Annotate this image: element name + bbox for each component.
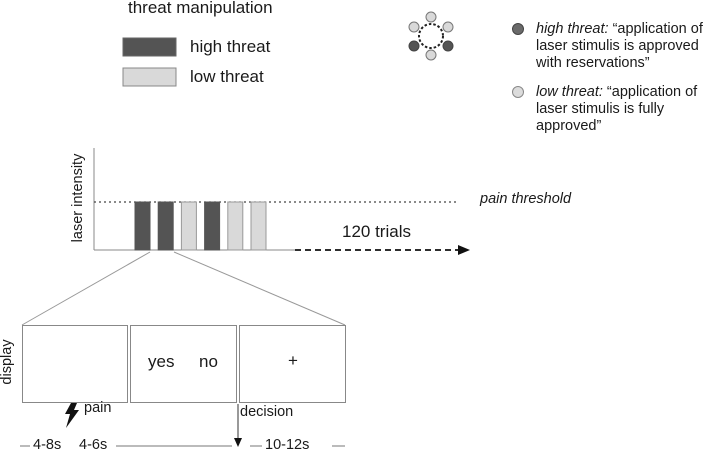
display-panel-fixation: + — [239, 325, 346, 403]
fixation-cross: + — [288, 351, 298, 370]
trial-bar-high — [134, 201, 151, 251]
response-no: no — [199, 352, 218, 371]
cue-low-line-3: approved” — [536, 118, 602, 134]
trial-bars — [134, 201, 267, 251]
cue-low-dot — [512, 86, 524, 98]
display-panel-cue — [22, 325, 128, 403]
cue-high-dot — [512, 23, 524, 35]
cue-ring-icon — [408, 11, 454, 61]
decision-label: decision — [240, 404, 294, 420]
cue-high-line-3: with reservations” — [536, 55, 650, 71]
trial-bar-low — [250, 201, 267, 251]
cue-high-prefix: high threat: — [536, 21, 609, 37]
display-label: display — [0, 339, 15, 385]
lightning-icon — [65, 403, 79, 428]
cue-low-line-2: laser stimulis is fully — [536, 101, 665, 117]
cue-low-prefix: low threat: — [536, 84, 603, 100]
pain-threshold-label: pain threshold — [480, 191, 572, 207]
response-yes: yes — [148, 352, 175, 371]
legend-low-label: low threat — [190, 67, 264, 86]
zoom-line-right — [173, 251, 346, 326]
legend-high-label: high threat — [190, 37, 271, 56]
cue-high-text-1: “application of — [608, 21, 703, 37]
trials-label: 120 trials — [342, 222, 411, 241]
cue-low-line-1: low threat: “application of — [536, 84, 697, 101]
legend-title: threat manipulation — [128, 0, 273, 17]
cue-high-line-1: high threat: “application of — [536, 21, 703, 38]
cue-low-text: low threat: “application of laser stimul… — [536, 84, 697, 135]
decision-arrowhead — [234, 438, 242, 447]
laser-intensity-label: laser intensity — [70, 153, 86, 243]
cue-high-line-2: laser stimulis is approved — [536, 38, 699, 54]
timing-fixation: 10-12s — [265, 437, 310, 453]
cue-high-text: high threat: “application of laser stimu… — [536, 21, 703, 72]
trial-bar-high — [157, 201, 174, 251]
trial-bar-low — [227, 201, 244, 251]
cue-low-text-1: “application of — [602, 84, 698, 100]
pain-label: pain — [84, 400, 112, 416]
legend-low-swatch — [122, 67, 177, 87]
legend-high-swatch — [122, 37, 177, 57]
trial-bar-low — [180, 201, 197, 251]
continuation-arrowhead — [458, 245, 470, 255]
trial-bar-high — [204, 201, 221, 251]
timing-pain: 4-6s — [79, 437, 108, 453]
timing-cue: 4-8s — [33, 437, 62, 453]
zoom-line-left — [21, 251, 151, 326]
display-panel-response: yes no — [130, 325, 237, 403]
